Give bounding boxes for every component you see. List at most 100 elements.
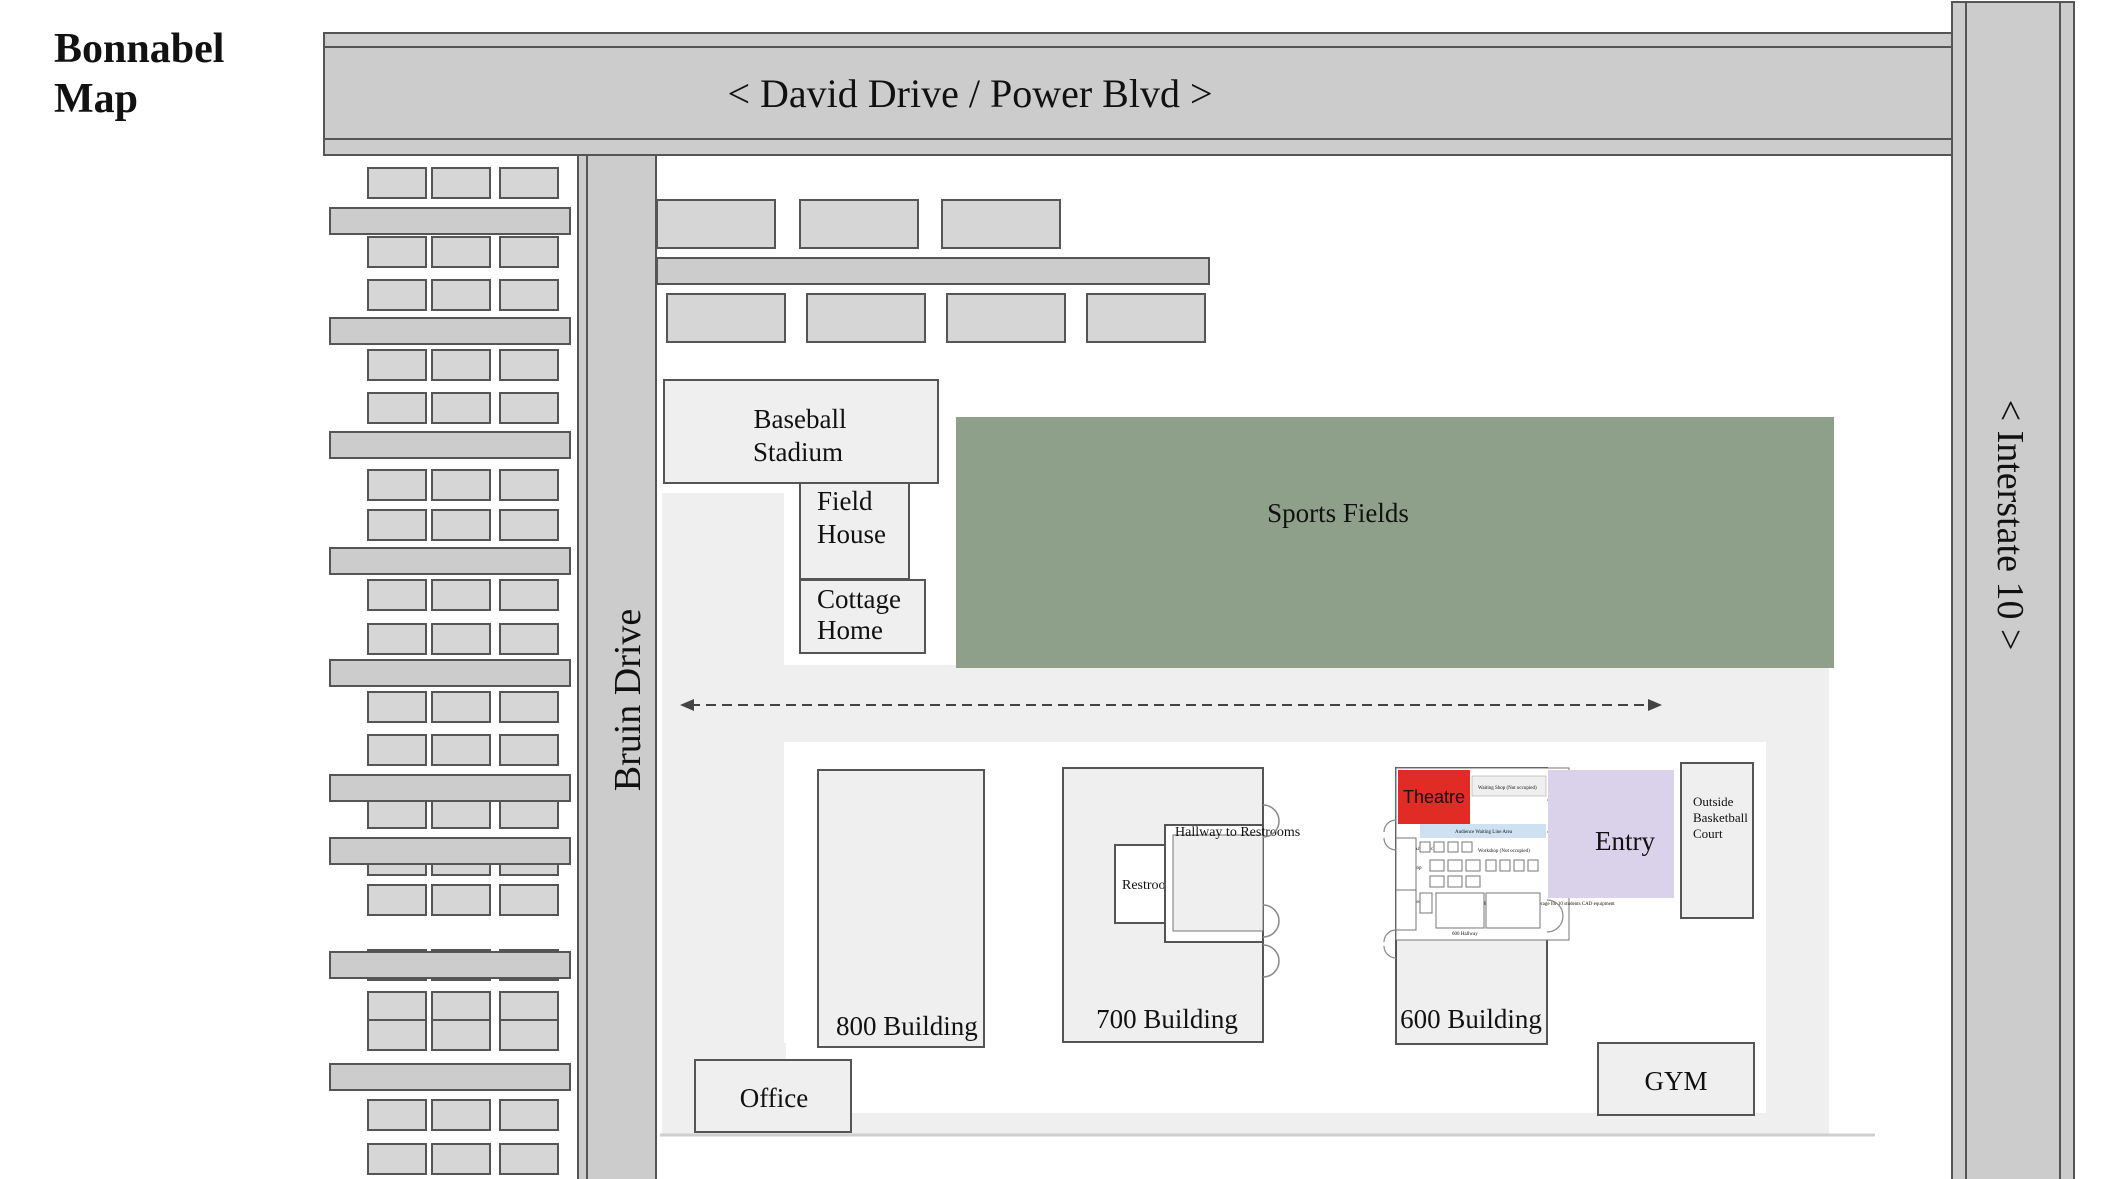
parking-space xyxy=(499,1019,559,1051)
parking-divider xyxy=(329,951,571,979)
parking-space xyxy=(431,691,491,723)
outside-basketball-court: Outside Basketball Court xyxy=(1680,762,1754,919)
parking-space xyxy=(499,279,559,311)
parking-divider xyxy=(656,257,1210,285)
basketball-label-3: Court xyxy=(1693,826,1723,841)
parking-space xyxy=(499,734,559,766)
parking-space xyxy=(367,349,427,381)
building-700: Restrooms Hallway to Restrooms 700 Build… xyxy=(1062,767,1300,1043)
parking-divider xyxy=(329,1063,571,1091)
parking-space xyxy=(431,236,491,268)
parking-divider xyxy=(329,317,571,345)
parking-space xyxy=(431,349,491,381)
door-swings-700 xyxy=(1262,804,1280,978)
parking-space xyxy=(367,1019,427,1051)
field-house-label-1: Field xyxy=(817,486,873,516)
left-parking-lot xyxy=(329,167,571,1175)
parking-space xyxy=(1086,293,1206,343)
parking-space xyxy=(431,1019,491,1051)
baseball-stadium-label-2: Stadium xyxy=(753,437,843,467)
waiting-area-label: Waiting Shop (Not occupied) xyxy=(1478,786,1537,791)
map-title: Bonnabel Map xyxy=(54,24,224,124)
parking-divider xyxy=(329,207,571,235)
parking-divider xyxy=(329,547,571,575)
baseball-stadium: Baseball Stadium xyxy=(663,379,939,484)
parking-divider xyxy=(329,659,571,687)
theatre-room xyxy=(1398,770,1470,824)
parking-space xyxy=(367,884,427,916)
parking-space xyxy=(431,167,491,199)
parking-space xyxy=(367,1143,427,1175)
map-title-line2: Map xyxy=(54,76,138,122)
parking-space xyxy=(431,579,491,611)
parking-space xyxy=(431,884,491,916)
parking-space xyxy=(499,797,559,829)
parking-space xyxy=(431,392,491,424)
parking-space xyxy=(367,991,427,1023)
parking-space xyxy=(499,991,559,1023)
top-parking-lot xyxy=(656,199,1210,343)
parking-divider xyxy=(329,837,571,865)
parking-divider xyxy=(329,431,571,459)
parking-space xyxy=(799,199,919,249)
restrooms-room xyxy=(1114,844,1168,924)
parking-space xyxy=(367,167,427,199)
parking-space xyxy=(431,623,491,655)
parking-space xyxy=(367,1099,427,1131)
parking-space xyxy=(499,1143,559,1175)
interstate-10-label: < Interstate 10 > xyxy=(1989,400,2031,651)
cottage-home-label-1: Cottage xyxy=(817,584,901,614)
parking-space xyxy=(499,691,559,723)
parking-space xyxy=(431,1143,491,1175)
parking-space xyxy=(499,884,559,916)
parking-space xyxy=(431,279,491,311)
entry-area: Entry xyxy=(1548,770,1674,898)
map-title-line1: Bonnabel xyxy=(54,26,225,72)
field-house-label-2: House xyxy=(817,519,886,549)
hallway-to-restrooms-label: Hallway to Restrooms xyxy=(1175,825,1300,840)
parking-space xyxy=(666,293,786,343)
office-label: Office xyxy=(740,1083,808,1113)
parking-space xyxy=(431,509,491,541)
building-600-label: 600 Building xyxy=(1400,1004,1542,1034)
parking-space xyxy=(431,797,491,829)
sports-fields: Sports Fields xyxy=(956,417,1834,668)
parking-space xyxy=(367,469,427,501)
parking-space xyxy=(431,469,491,501)
basketball-label-2: Basketball xyxy=(1693,810,1748,825)
parking-space xyxy=(499,167,559,199)
parking-space xyxy=(367,797,427,829)
building-800-label: 800 Building xyxy=(836,1011,978,1041)
bruin-drive-road xyxy=(577,154,657,1179)
david-drive-label: < David Drive / Power Blvd > xyxy=(727,71,1212,116)
parking-space xyxy=(499,469,559,501)
office-building: Office xyxy=(694,1059,852,1133)
parking-space xyxy=(806,293,926,343)
building-700-label: 700 Building xyxy=(1096,1004,1238,1034)
parking-space xyxy=(499,623,559,655)
parking-space xyxy=(367,509,427,541)
parking-space xyxy=(367,236,427,268)
parking-space xyxy=(499,509,559,541)
sports-fields-label: Sports Fields xyxy=(1267,498,1409,528)
parking-space xyxy=(431,734,491,766)
floorplan-rooms xyxy=(1395,837,1541,931)
parking-space xyxy=(499,1099,559,1131)
audience-line-label: Audience Waiting Line Area xyxy=(1455,830,1513,835)
building-800: 800 Building xyxy=(817,769,985,1048)
cottage-home: Cottage Home xyxy=(799,579,926,654)
hallway-600-label: 600 Hallway xyxy=(1452,932,1478,937)
parking-space xyxy=(946,293,1066,343)
parking-space xyxy=(499,579,559,611)
parking-space xyxy=(367,734,427,766)
parking-space xyxy=(499,349,559,381)
parking-divider xyxy=(329,774,571,802)
workshop-label: Workshop (Not occupied) xyxy=(1478,849,1530,854)
bruin-drive-label: Bruin Drive xyxy=(607,609,649,792)
parking-space xyxy=(367,691,427,723)
cottage-home-label-2: Home xyxy=(817,615,883,645)
entry-label: Entry xyxy=(1595,826,1655,856)
parking-space xyxy=(367,279,427,311)
room-623-label: 6-123 (Not occupied) Storage for 10 stud… xyxy=(1490,902,1615,907)
